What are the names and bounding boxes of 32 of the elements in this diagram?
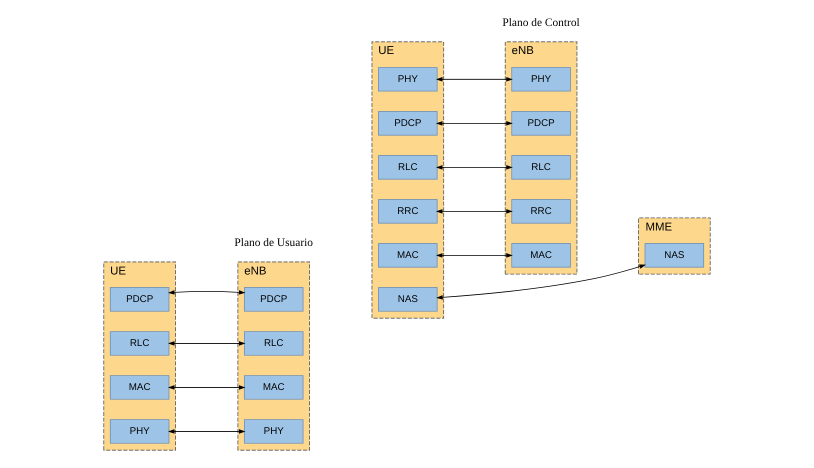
node-box: MAC (378, 243, 438, 268)
node-box: PHY (378, 67, 438, 92)
node-box: NAS (644, 243, 704, 268)
arrow (168, 385, 246, 390)
node-box: PHY (511, 67, 571, 92)
node-box: PHY (244, 419, 304, 444)
label: Plano de Usuario (234, 237, 314, 250)
arrow (436, 253, 513, 258)
node-box: PDCP (244, 287, 304, 312)
arrow (436, 121, 513, 126)
node-box: RLC (110, 331, 170, 356)
node-box: PDCP (378, 111, 438, 136)
arrow (168, 341, 246, 346)
node-box: MAC (110, 375, 170, 400)
node-box: MAC (244, 375, 304, 400)
node-box: RLC (378, 155, 438, 180)
node-box: RLC (244, 331, 304, 356)
label: Plano de Control (502, 17, 580, 30)
node-box: RLC (511, 155, 571, 180)
node-box: NAS (378, 287, 438, 312)
arrow (436, 77, 513, 82)
arrow (436, 165, 513, 170)
node-box: PDCP (511, 111, 571, 136)
node-box: PDCP (110, 287, 170, 312)
arrow (436, 209, 513, 214)
node-box: RRC (378, 199, 438, 224)
arrow (436, 264, 646, 300)
node-box: RRC (511, 199, 571, 224)
arrow (168, 429, 246, 434)
node-box: MAC (511, 243, 571, 268)
arrow (168, 290, 246, 295)
node-box: PHY (110, 419, 170, 444)
